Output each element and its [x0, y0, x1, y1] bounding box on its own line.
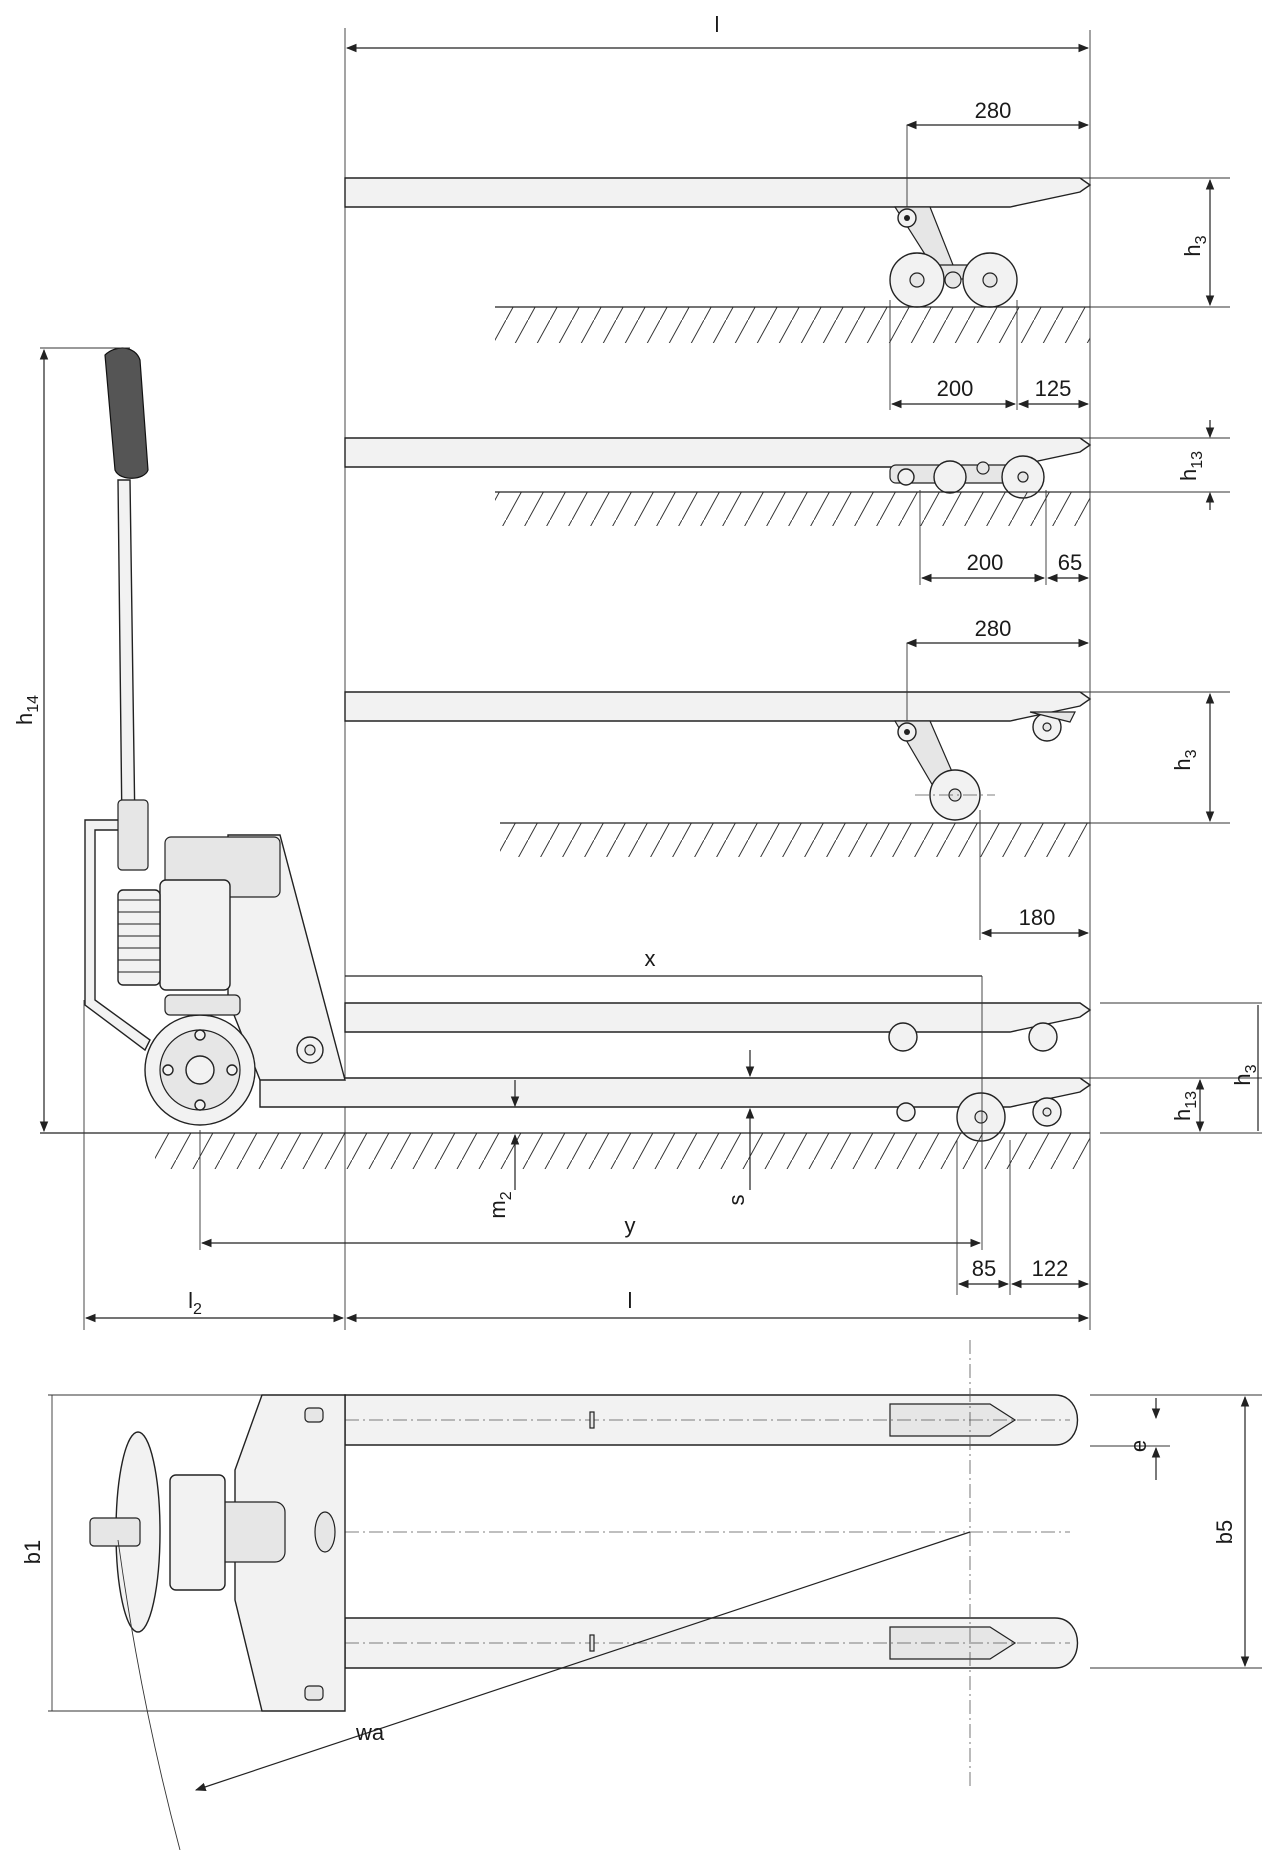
view-single-raised: 280 h3 180: [344, 616, 1230, 940]
svg-text:l2: l2: [188, 1288, 202, 1318]
view-main-side: h14 x m2 s h13 h3 y: [12, 347, 1262, 1330]
label-280-b: 280: [975, 616, 1012, 641]
svg-text:h13: h13: [1176, 451, 1206, 481]
label-200-b: 200: [967, 550, 1004, 575]
svg-text:h3: h3: [1230, 1064, 1260, 1085]
label-s: s: [724, 1195, 749, 1206]
svg-text:h3: h3: [1170, 749, 1200, 770]
svg-text:m2: m2: [485, 1191, 515, 1218]
svg-text:h14: h14: [12, 695, 42, 725]
label-65: 65: [1058, 550, 1082, 575]
svg-text:h13: h13: [1170, 1091, 1200, 1121]
label-180: 180: [1019, 905, 1056, 930]
svg-text:h3: h3: [1180, 235, 1210, 256]
label-85: 85: [972, 1256, 996, 1281]
label-l-top: l: [715, 12, 720, 37]
view-top: e b5 b1 wa: [20, 1340, 1262, 1850]
view-tandem-raised: 280 h3 200 125: [344, 98, 1230, 410]
label-wa: wa: [355, 1720, 385, 1745]
label-200-a: 200: [937, 376, 974, 401]
label-e: e: [1126, 1440, 1151, 1452]
label-b5: b5: [1212, 1520, 1237, 1544]
label-125: 125: [1035, 376, 1072, 401]
view-tandem-lowered: h13 200 65: [344, 420, 1230, 585]
label-b1: b1: [20, 1540, 45, 1564]
label-122: 122: [1032, 1256, 1069, 1281]
label-280-a: 280: [975, 98, 1012, 123]
label-l-bottom: l: [628, 1288, 633, 1313]
dimension-l-top: l: [344, 12, 1091, 1330]
label-x: x: [645, 946, 656, 971]
label-y: y: [625, 1213, 636, 1238]
